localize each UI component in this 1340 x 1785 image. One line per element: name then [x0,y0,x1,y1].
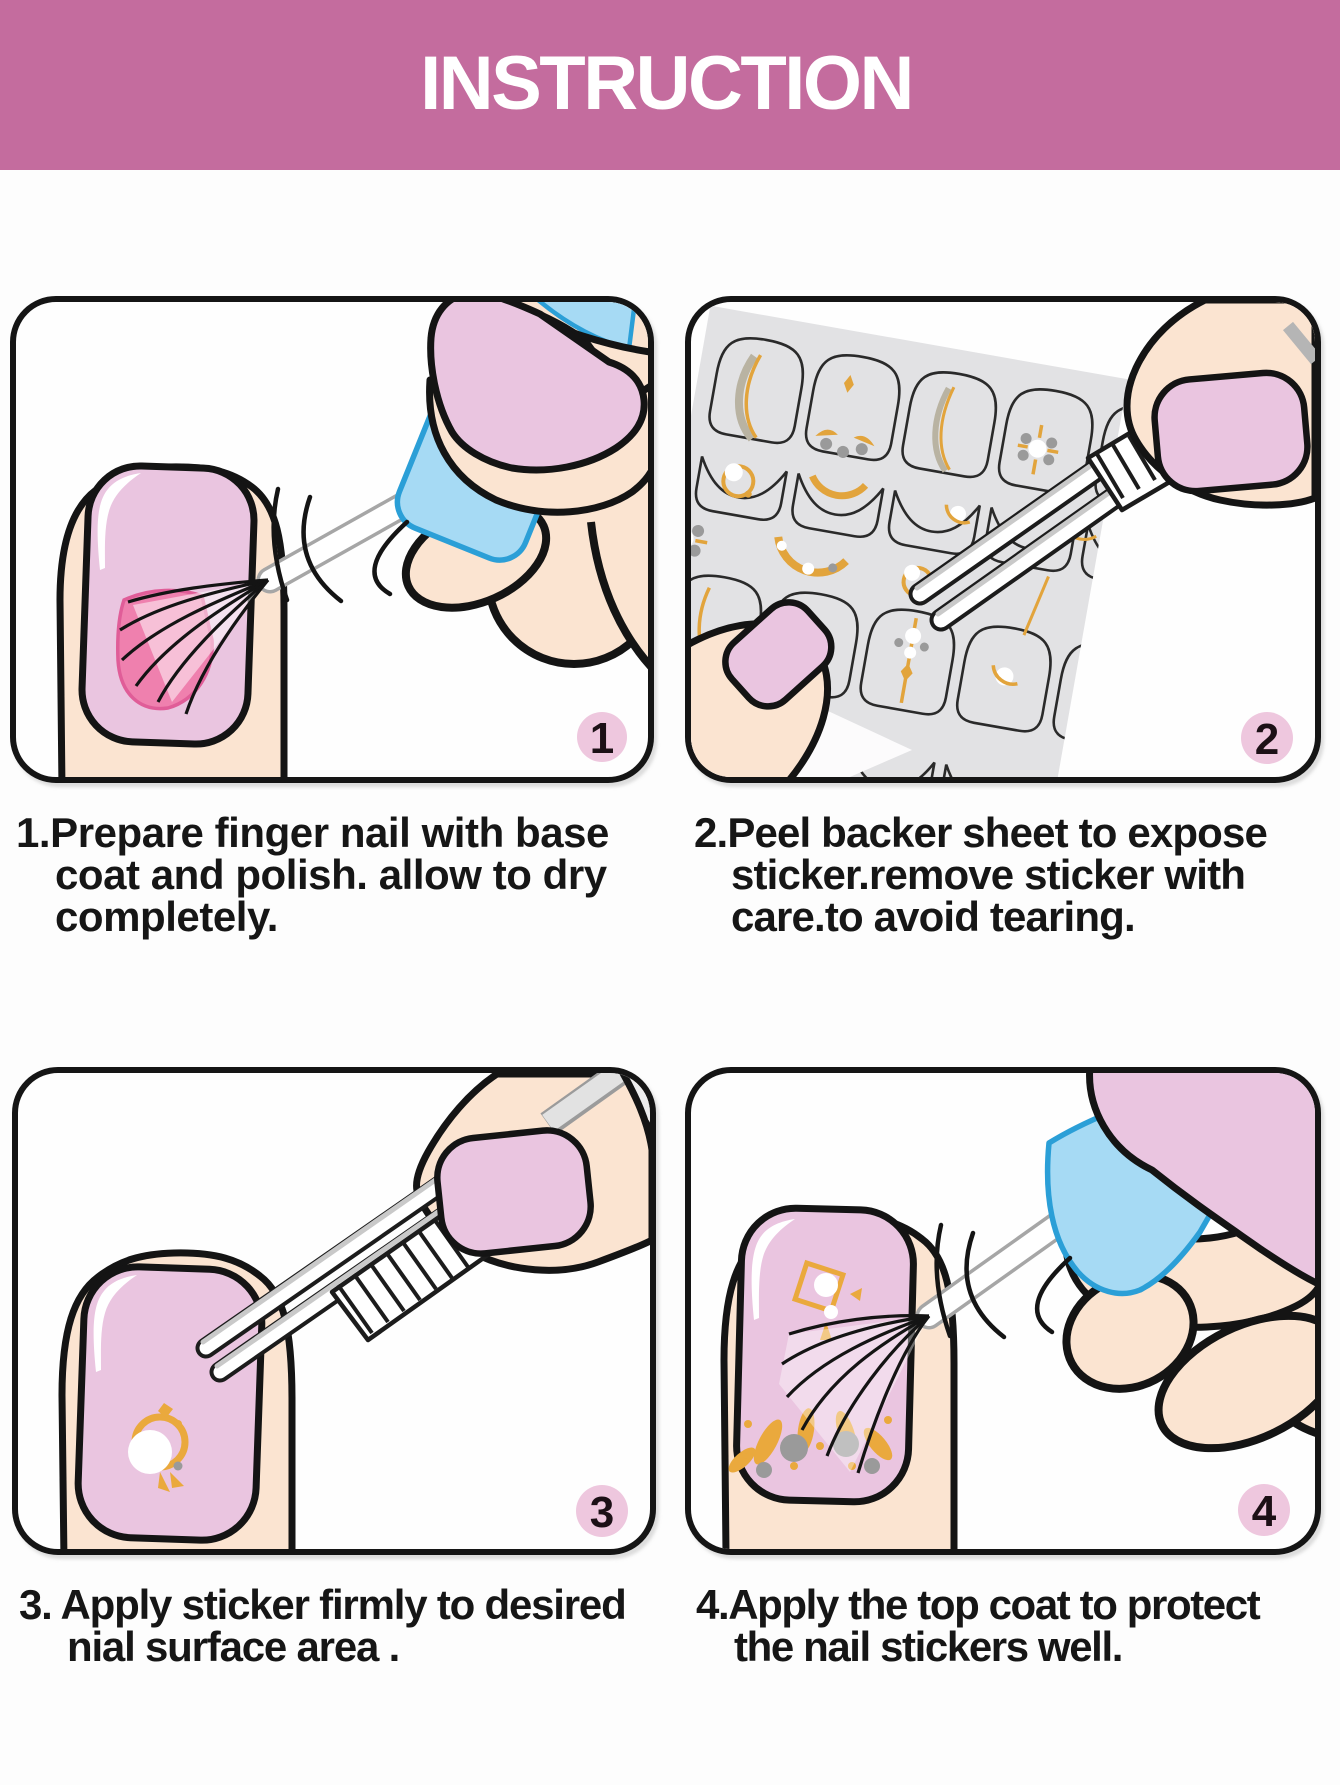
svg-text:2: 2 [1255,715,1279,764]
svg-text:4: 4 [1252,1487,1277,1536]
svg-text:3: 3 [590,1488,614,1537]
svg-text:1: 1 [590,714,614,763]
